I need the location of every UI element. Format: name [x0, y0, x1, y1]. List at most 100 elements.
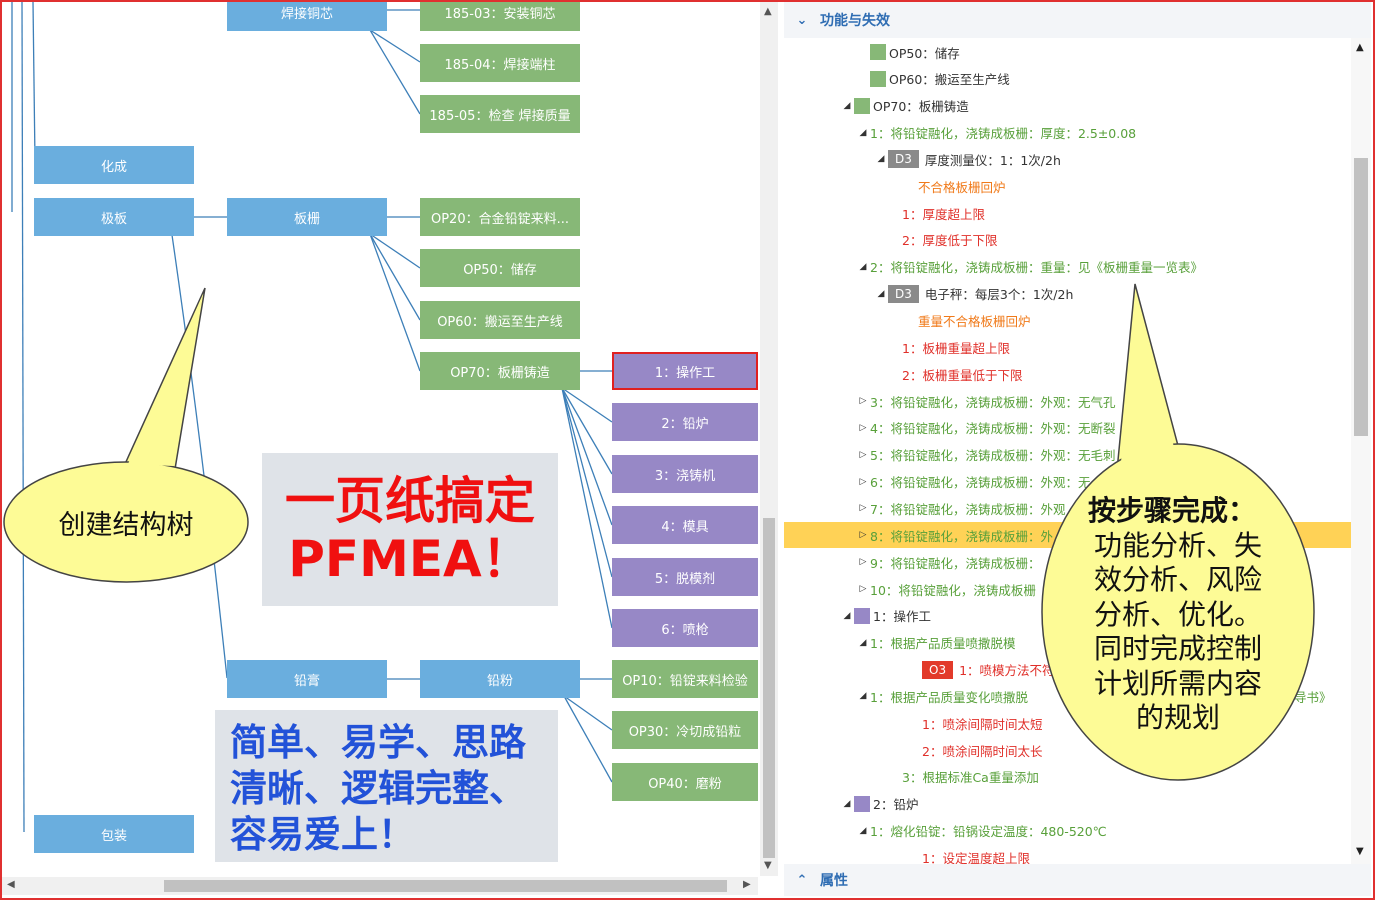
- tree-row[interactable]: 1：设定温度超上限: [784, 845, 1351, 864]
- panel-scroll-thumb[interactable]: [1354, 158, 1368, 436]
- horizontal-scroll-thumb[interactable]: [164, 880, 727, 892]
- expand-triangle-icon[interactable]: ▷: [859, 530, 867, 541]
- tree-row[interactable]: 重量不合格板栅回炉: [784, 308, 1351, 334]
- collapse-triangle-icon[interactable]: ◢: [859, 825, 867, 836]
- node-op40[interactable]: OP40：磨粉: [612, 763, 758, 801]
- tree-row[interactable]: 1：喷涂间隔时间太短: [784, 710, 1351, 736]
- node-hanjie-tongxin[interactable]: 焊接铜芯: [227, 2, 387, 31]
- node-lead-furnace[interactable]: 2：铅炉: [612, 403, 758, 441]
- scroll-down-icon[interactable]: ▼: [764, 860, 772, 871]
- expand-triangle-icon[interactable]: ▷: [859, 557, 867, 568]
- node-op10[interactable]: OP10：铅锭来料检验: [612, 660, 758, 698]
- collapse-triangle-icon[interactable]: ◢: [859, 691, 867, 702]
- node-baozhuang[interactable]: 包装: [34, 815, 194, 853]
- chevron-up-icon[interactable]: ⌃: [796, 872, 808, 888]
- tree-row[interactable]: 2：喷涂间隔时间太长: [784, 737, 1351, 763]
- node-185-03[interactable]: 185-03：安装铜芯: [420, 2, 580, 31]
- tree-row[interactable]: 1：板栅重量超上限: [784, 334, 1351, 360]
- connector-lines: [11, 2, 613, 833]
- node-mold[interactable]: 4：模具: [612, 506, 758, 544]
- collapse-triangle-icon[interactable]: ◢: [859, 261, 867, 272]
- node-185-04[interactable]: 185-04：焊接端柱: [420, 44, 580, 82]
- expand-triangle-icon[interactable]: ▷: [859, 449, 867, 460]
- collapse-triangle-icon[interactable]: ◢: [843, 100, 851, 111]
- tree-row[interactable]: ▷10：将铅锭融化，浇铸成板栅: [784, 576, 1351, 602]
- tree-row-label: 1：板栅重量超上限: [902, 340, 1010, 356]
- node-185-05[interactable]: 185-05：检查 焊接质量: [420, 95, 580, 133]
- expand-triangle-icon[interactable]: ▷: [859, 503, 867, 514]
- tree-row[interactable]: OP50：储存: [784, 39, 1351, 65]
- node-casting-machine[interactable]: 3：浇铸机: [612, 455, 758, 493]
- tree-row-label: 2：喷涂间隔时间太长: [922, 743, 1043, 759]
- tree-row[interactable]: ◢2：铅炉: [784, 791, 1351, 817]
- collapse-triangle-icon[interactable]: ◢: [843, 610, 851, 621]
- node-banzha[interactable]: 板栅: [227, 198, 387, 236]
- tree-row[interactable]: ◢1：根据产品质量变化喷撒脱导书》: [784, 683, 1351, 709]
- collapse-triangle-icon[interactable]: ◢: [877, 154, 885, 165]
- tree-row[interactable]: ▷9：将铅锭融化，浇铸成板栅：: [784, 549, 1351, 575]
- tree-row[interactable]: ▷4：将铅锭融化，浇铸成板栅：外观：无断裂: [784, 415, 1351, 441]
- panel-scroll-down-icon[interactable]: ▼: [1356, 846, 1364, 857]
- node-qianfen[interactable]: 铅粉: [420, 660, 580, 698]
- node-op20[interactable]: OP20：合金铅锭来料...: [420, 198, 580, 236]
- node-spray-gun[interactable]: 6：喷枪: [612, 609, 758, 647]
- tree-row[interactable]: ◢1：操作工: [784, 603, 1351, 629]
- tree-row[interactable]: 不合格板栅回炉: [784, 173, 1351, 199]
- chevron-down-icon[interactable]: ⌄: [796, 12, 808, 28]
- purple-square-icon: [854, 607, 870, 624]
- canvas-scroll-thumb[interactable]: [763, 518, 775, 858]
- tree-row[interactable]: ◢1：根据产品质量喷撒脱模: [784, 630, 1351, 656]
- panel-vertical-scrollbar[interactable]: ▲ ▼: [1351, 38, 1371, 864]
- canvas-vertical-scrollbar[interactable]: ▲ ▼: [760, 2, 778, 876]
- tree-row-label: 10：将铅锭融化，浇铸成板栅: [870, 582, 1036, 598]
- tree-row-label: 3：将铅锭融化，浇铸成板栅：外观：无气孔: [870, 394, 1116, 410]
- node-huacheng[interactable]: 化成: [34, 146, 194, 184]
- panel-scroll-up-icon[interactable]: ▲: [1356, 42, 1364, 53]
- node-op60[interactable]: OP60：搬运至生产线: [420, 301, 580, 339]
- tree-row[interactable]: 3：根据标准Ca重量添加: [784, 764, 1351, 790]
- panel-header-properties[interactable]: ⌃ 属性: [784, 864, 1371, 896]
- tree-row[interactable]: 2：板栅重量低于下限: [784, 361, 1351, 387]
- scroll-right-icon[interactable]: ▶: [743, 879, 751, 890]
- node-qiangao[interactable]: 铅膏: [227, 660, 387, 698]
- tree-row[interactable]: ▷5：将铅锭融化，浇铸成板栅：外观：无毛刺: [784, 442, 1351, 468]
- node-op30[interactable]: OP30：冷切成铅粒: [612, 711, 758, 749]
- node-op70[interactable]: OP70：板栅铸造: [420, 352, 580, 390]
- tree-row[interactable]: ▷6：将铅锭融化，浇铸成板栅：外观：无: [784, 469, 1351, 495]
- structure-tree-canvas[interactable]: 焊接铜芯 185-03：安装铜芯 185-04：焊接端柱 185-05：检查 焊…: [2, 2, 758, 876]
- tree-row-label: 1：厚度超上限: [902, 206, 985, 222]
- horizontal-scrollbar[interactable]: ◀ ▶: [2, 877, 758, 895]
- tree-row[interactable]: ◢OP70：板栅铸造: [784, 93, 1351, 119]
- tree-row-label: 1：根据产品质量变化喷撒脱: [870, 689, 1028, 705]
- collapse-triangle-icon[interactable]: ◢: [859, 637, 867, 648]
- expand-triangle-icon[interactable]: ▷: [859, 396, 867, 407]
- expand-triangle-icon[interactable]: ▷: [859, 584, 867, 594]
- tree-row[interactable]: ▷3：将铅锭融化，浇铸成板栅：外观：无气孔: [784, 388, 1351, 414]
- tree-row[interactable]: 1：厚度超上限: [784, 200, 1351, 226]
- node-jiban[interactable]: 极板: [34, 198, 194, 236]
- collapse-triangle-icon[interactable]: ◢: [859, 127, 867, 138]
- scroll-up-icon[interactable]: ▲: [764, 6, 772, 17]
- panel-header-function-failure[interactable]: ⌄ 功能与失效: [784, 2, 1371, 38]
- tree-row[interactable]: ▷7：将铅锭融化，浇铸成板栅：外观: [784, 495, 1351, 521]
- node-op50[interactable]: OP50：储存: [420, 249, 580, 287]
- collapse-triangle-icon[interactable]: ◢: [843, 798, 851, 809]
- tree-row[interactable]: ◢1：熔化铅锭：铅锅设定温度：480-520℃: [784, 818, 1351, 844]
- expand-triangle-icon[interactable]: ▷: [859, 422, 867, 433]
- tree-row[interactable]: ◢1：将铅锭融化，浇铸成板栅：厚度：2.5±0.08: [784, 120, 1351, 146]
- tree-row[interactable]: 2：厚度低于下限: [784, 227, 1351, 253]
- node-operator[interactable]: 1：操作工: [612, 352, 758, 390]
- tree-row[interactable]: ◢2：将铅锭融化，浇铸成板栅：重量：见《板栅重量一览表》: [784, 254, 1351, 280]
- tree-row-label: 不合格板栅回炉: [918, 179, 1006, 195]
- tree-row-label: 1：熔化铅锭：铅锅设定温度：480-520℃: [870, 824, 1107, 840]
- collapse-triangle-icon[interactable]: ◢: [877, 288, 885, 299]
- expand-triangle-icon[interactable]: ▷: [859, 476, 867, 487]
- node-release-agent[interactable]: 5：脱模剂: [612, 558, 758, 596]
- tree-row[interactable]: OP60：搬运至生产线: [784, 66, 1351, 92]
- scroll-left-icon[interactable]: ◀: [7, 879, 15, 890]
